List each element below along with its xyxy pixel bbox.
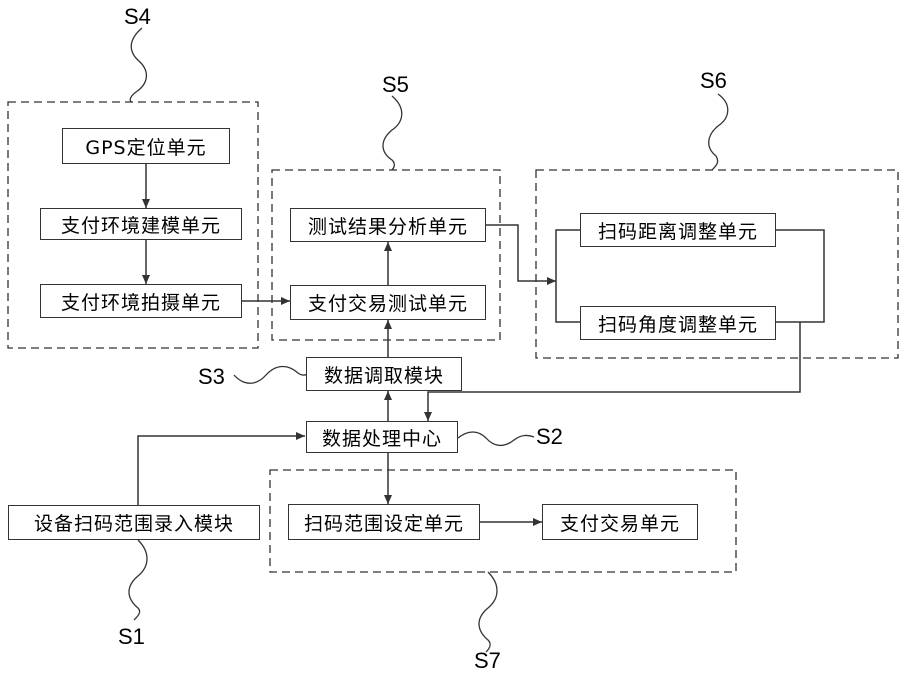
label-s4: S4 (124, 4, 151, 30)
arrow-input-to-center (138, 436, 305, 505)
s6-right-bracket (776, 230, 824, 322)
leader-s5 (383, 96, 402, 170)
s6-left-bracket (556, 230, 580, 322)
scan-angle-unit-box: 扫码角度调整单元 (580, 306, 776, 340)
leader-s7 (479, 572, 497, 652)
env-model-unit-box: 支付环境建模单元 (40, 208, 242, 240)
leader-s1 (129, 540, 147, 620)
data-processing-center-box: 数据处理中心 (306, 421, 458, 453)
test-result-unit-box: 测试结果分析单元 (290, 208, 486, 242)
scan-distance-unit-box: 扫码距离调整单元 (580, 213, 776, 247)
label-s5: S5 (382, 72, 409, 98)
label-s6: S6 (700, 68, 727, 94)
label-s7: S7 (474, 648, 501, 674)
pay-test-unit-box: 支付交易测试单元 (290, 285, 486, 320)
gps-unit-box: GPS定位单元 (62, 128, 230, 164)
data-fetch-module-box: 数据调取模块 (306, 357, 462, 391)
scan-range-set-unit-box: 扫码范围设定单元 (288, 504, 480, 540)
leader-s6 (709, 94, 728, 170)
leader-s3 (234, 366, 308, 383)
leader-s4 (130, 28, 146, 102)
label-s1: S1 (118, 624, 145, 650)
label-s3: S3 (198, 364, 225, 390)
pay-trade-unit-box: 支付交易单元 (542, 504, 698, 540)
label-s2: S2 (536, 424, 563, 450)
range-input-module-box: 设备扫码范围录入模块 (8, 505, 260, 540)
arrow-result-to-s6 (486, 225, 556, 281)
leader-s2 (458, 432, 534, 445)
env-shoot-unit-box: 支付环境拍摄单元 (40, 284, 242, 318)
